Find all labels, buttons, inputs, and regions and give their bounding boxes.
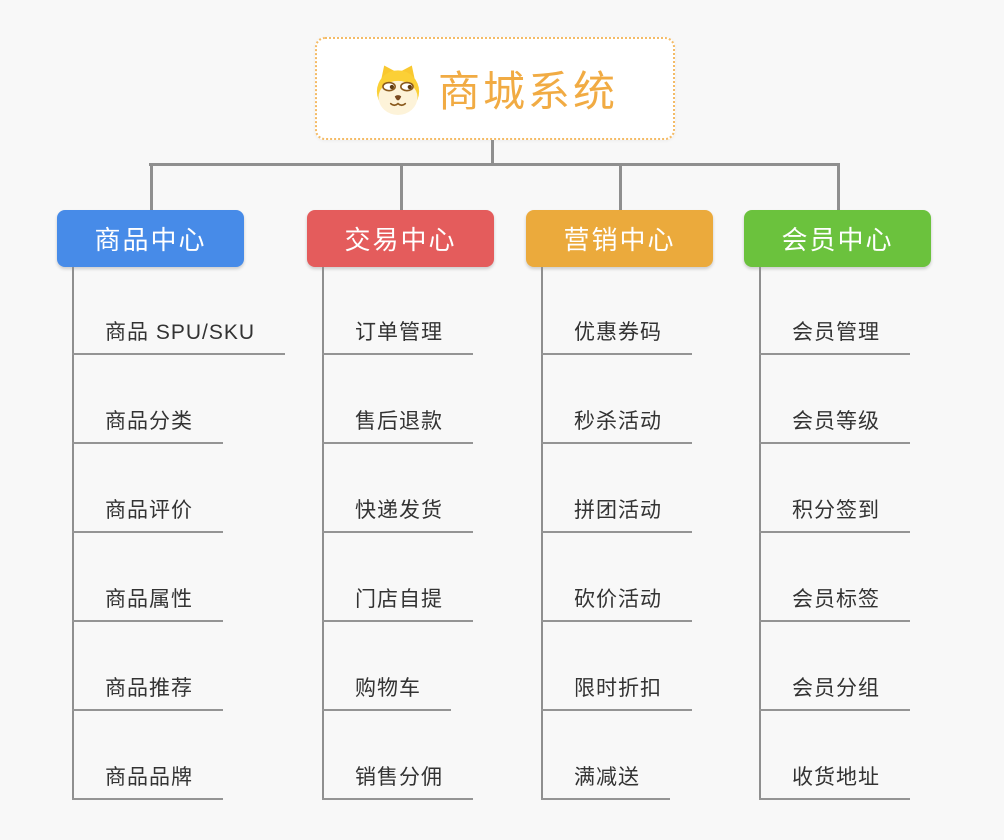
branch-label: 营销中心 xyxy=(563,225,676,255)
leaf-node[interactable]: 收货地址 xyxy=(759,761,910,800)
leaf-node[interactable]: 限时折扣 xyxy=(541,672,692,711)
leaf-cell: 拼团活动 xyxy=(541,444,692,533)
branch-node-3[interactable]: 会员中心 xyxy=(744,210,931,267)
leaf-cell: 优惠券码 xyxy=(541,266,692,355)
root-connector-line xyxy=(491,140,494,163)
leaf-node[interactable]: 商品品牌 xyxy=(72,761,223,800)
leaf-node[interactable]: 拼团活动 xyxy=(541,494,692,533)
leaf-cell: 会员等级 xyxy=(759,355,910,444)
leaf-cell: 秒杀活动 xyxy=(541,355,692,444)
leaf-cell: 积分签到 xyxy=(759,444,910,533)
leaf-node[interactable]: 商品评价 xyxy=(72,494,223,533)
leaf-node[interactable]: 销售分佣 xyxy=(322,761,473,800)
branch-label: 会员中心 xyxy=(781,225,894,255)
leaf-cell: 商品评价 xyxy=(72,444,285,533)
leaf-node[interactable]: 会员管理 xyxy=(759,316,910,355)
leaf-cell: 购物车 xyxy=(322,622,473,711)
leaf-cell: 商品推荐 xyxy=(72,622,285,711)
branch-connector-line xyxy=(619,163,622,210)
root-title: 商城系统 xyxy=(437,68,618,115)
leaf-column-2: 优惠券码秒杀活动拼团活动砍价活动限时折扣满减送 xyxy=(541,266,692,800)
root-node[interactable]: 商城系统 xyxy=(315,37,675,140)
leaf-node[interactable]: 满减送 xyxy=(541,761,670,800)
leaf-node[interactable]: 会员标签 xyxy=(759,583,910,622)
dog-face-icon xyxy=(376,64,420,115)
leaf-column-3: 会员管理会员等级积分签到会员标签会员分组收货地址 xyxy=(759,266,910,800)
leaf-cell: 销售分佣 xyxy=(322,711,473,800)
leaf-cell: 商品分类 xyxy=(72,355,285,444)
leaf-node[interactable]: 优惠券码 xyxy=(541,316,692,355)
branch-node-2[interactable]: 营销中心 xyxy=(526,210,713,267)
leaf-node[interactable]: 积分签到 xyxy=(759,494,910,533)
leaf-node[interactable]: 门店自提 xyxy=(322,583,473,622)
leaf-cell: 限时折扣 xyxy=(541,622,692,711)
branch-connector-line xyxy=(837,163,840,210)
branch-trunk-line xyxy=(759,267,761,800)
branch-trunk-line xyxy=(541,267,543,800)
leaf-column-0: 商品 SPU/SKU 商品分类商品评价商品属性商品推荐商品品牌 xyxy=(72,266,286,800)
leaf-node[interactable]: 商品属性 xyxy=(72,583,223,622)
leaf-node[interactable]: 砍价活动 xyxy=(541,583,692,622)
leaf-cell: 快递发货 xyxy=(322,444,473,533)
leaf-cell: 会员分组 xyxy=(759,622,910,711)
branch-label: 交易中心 xyxy=(344,225,457,255)
tree-horizontal-line xyxy=(149,163,839,166)
leaf-node[interactable]: 会员分组 xyxy=(759,672,910,711)
leaf-node[interactable]: 秒杀活动 xyxy=(541,405,692,444)
leaf-cell: 商品属性 xyxy=(72,533,285,622)
leaf-cell: 商品 SPU/SKU xyxy=(72,266,286,355)
branch-node-0[interactable]: 商品中心 xyxy=(57,210,244,267)
branch-node-1[interactable]: 交易中心 xyxy=(307,210,494,267)
leaf-node[interactable]: 快递发货 xyxy=(322,494,473,533)
leaf-node[interactable]: 商品 SPU/SKU xyxy=(72,316,286,355)
branch-label: 商品中心 xyxy=(94,225,207,255)
leaf-cell: 门店自提 xyxy=(322,533,473,622)
leaf-cell: 售后退款 xyxy=(322,355,473,444)
leaf-cell: 砍价活动 xyxy=(541,533,692,622)
leaf-node[interactable]: 商品推荐 xyxy=(72,672,223,711)
leaf-column-1: 订单管理售后退款快递发货门店自提购物车销售分佣 xyxy=(322,266,473,800)
leaf-node[interactable]: 售后退款 xyxy=(322,405,473,444)
leaf-cell: 满减送 xyxy=(541,711,692,800)
leaf-cell: 会员标签 xyxy=(759,533,910,622)
leaf-cell: 订单管理 xyxy=(322,266,473,355)
branch-connector-line xyxy=(150,163,153,210)
branch-connector-line xyxy=(400,163,403,210)
leaf-node[interactable]: 会员等级 xyxy=(759,405,910,444)
branch-trunk-line xyxy=(72,267,74,800)
leaf-cell: 会员管理 xyxy=(759,266,910,355)
leaf-node[interactable]: 订单管理 xyxy=(322,316,473,355)
leaf-node[interactable]: 商品分类 xyxy=(72,405,223,444)
leaf-node[interactable]: 购物车 xyxy=(322,672,451,711)
branch-trunk-line xyxy=(322,267,324,800)
leaf-cell: 收货地址 xyxy=(759,711,910,800)
leaf-cell: 商品品牌 xyxy=(72,711,285,800)
